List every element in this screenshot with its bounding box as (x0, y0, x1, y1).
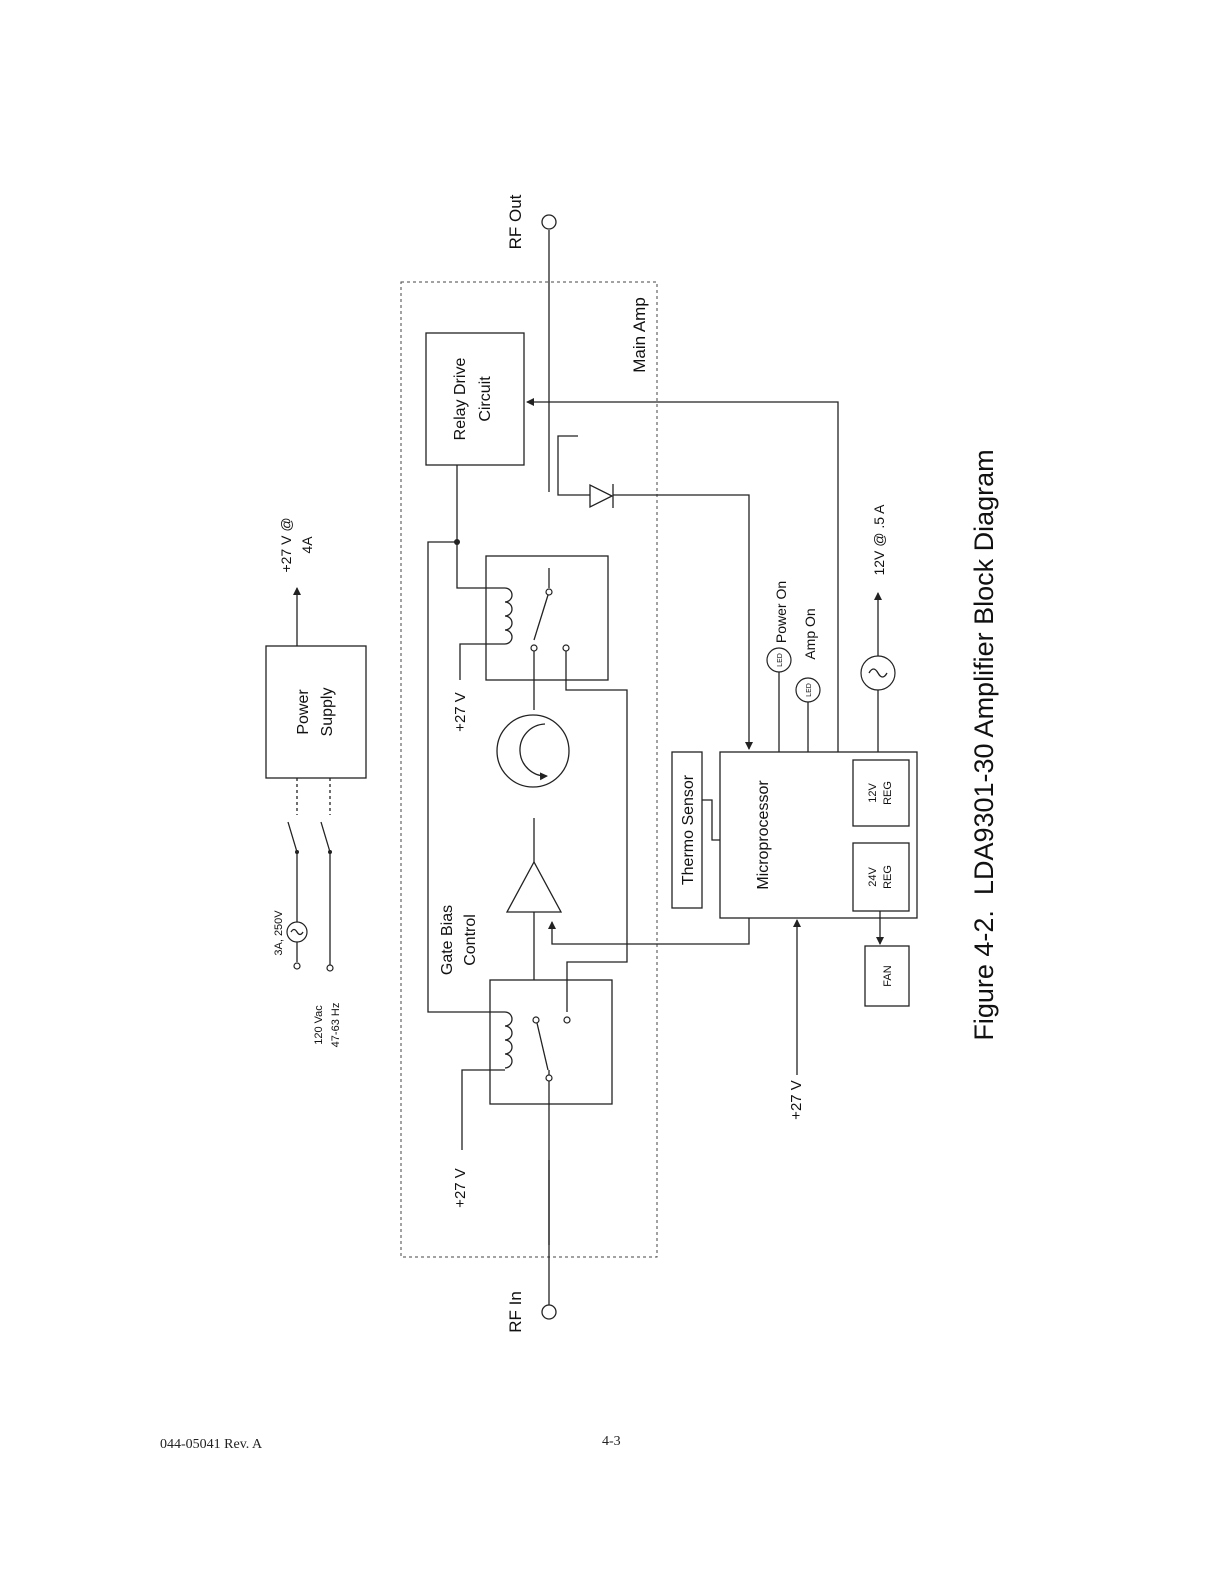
out-12v-label: 12V @ .5 A (871, 504, 887, 576)
amplifier-icon (507, 862, 561, 912)
reg-24v-label-2: REG (882, 865, 894, 889)
gate-bias-label-2: Control (462, 914, 479, 966)
amp-on-led-text: LED (806, 683, 813, 697)
mains-label-1: 120 Vac (313, 1005, 325, 1045)
psu-output-label-2: 4A (299, 536, 315, 554)
thermo-sensor-label: Thermo Sensor (680, 774, 697, 885)
power-supply-label-1: Power (295, 689, 312, 735)
output-relay-box (486, 556, 608, 680)
relay-drive-circuit-box (426, 333, 524, 465)
rf-out-connector-icon (542, 215, 556, 229)
rf-out-label: RF Out (506, 194, 525, 249)
mains-label-2: 47-63 Hz (330, 1003, 342, 1048)
fan-label: FAN (882, 965, 894, 986)
rf-in-label: RF In (506, 1291, 525, 1333)
doc-number: 044-05041 Rev. A (160, 1437, 262, 1453)
reg-24v-label-1: 24V (867, 867, 879, 887)
main-amp-label: Main Amp (630, 297, 649, 373)
reg-12v-box (853, 760, 909, 826)
amp-on-label: Amp On (802, 608, 818, 659)
rf-in-connector-icon (542, 1305, 556, 1319)
microprocessor-label: Microprocessor (755, 780, 772, 890)
relay-drive-label-2: Circuit (477, 376, 494, 422)
fuse-label: 3A, 250V (273, 910, 285, 956)
plus27-label-lower: +27 V (452, 1168, 469, 1208)
microprocessor-box (720, 752, 917, 918)
reg-12v-label-2: REG (882, 781, 894, 805)
power-supply-label-2: Supply (319, 688, 336, 737)
gate-bias-label-1: Gate Bias (439, 905, 456, 975)
power-on-label: Power On (773, 581, 789, 643)
figure-caption: Figure 4-2. LDA9301-30 Amplifier Block D… (969, 449, 999, 1040)
plus27-label-upper: +27 V (452, 692, 469, 732)
power-supply-box (266, 646, 366, 778)
input-relay-coil-icon (505, 1012, 512, 1068)
circulator-icon (497, 715, 569, 787)
plus27-label-micro: +27 V (788, 1080, 805, 1120)
power-switch-icon (288, 822, 297, 852)
psu-output-label-1: +27 V @ (278, 517, 294, 572)
reg-24v-box (853, 843, 909, 911)
output-relay-coil-icon (505, 588, 512, 644)
power-on-led-text: LED (777, 653, 784, 667)
relay-drive-label-1: Relay Drive (452, 358, 469, 441)
reg-12v-label-1: 12V (867, 783, 879, 803)
diode-icon (590, 485, 612, 507)
input-relay-box (490, 980, 612, 1104)
page-number: 4-3 (602, 1434, 621, 1450)
